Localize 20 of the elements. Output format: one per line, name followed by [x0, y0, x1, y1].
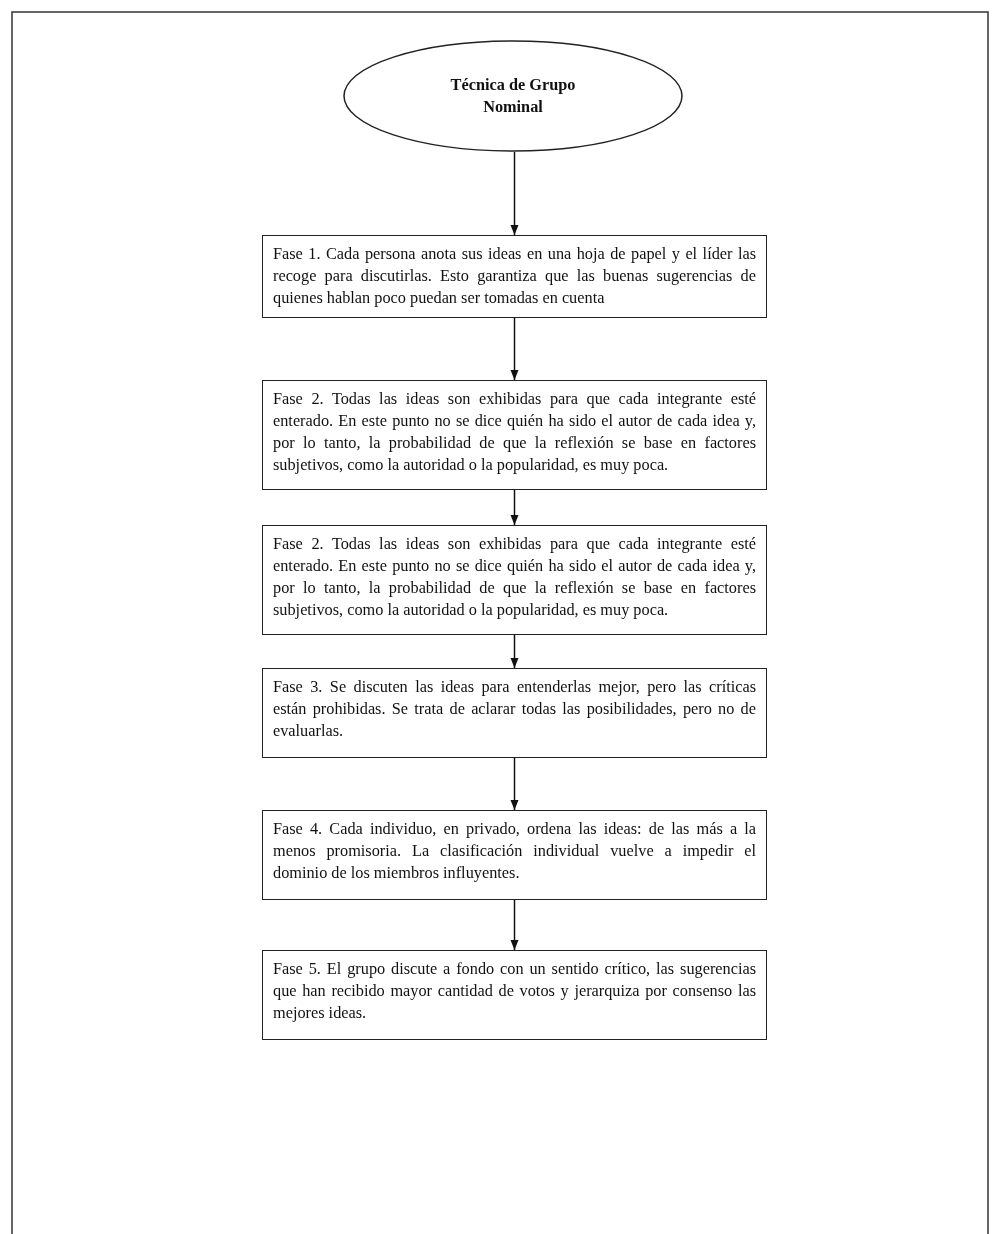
arrow [510, 634, 519, 669]
start-ellipse [343, 40, 683, 152]
arrow [510, 489, 519, 526]
process-box [262, 380, 767, 490]
process-box [262, 525, 767, 635]
node-text: Fase 5. El grupo discute a fondo con un sentido crítico, las sugerencias que han recibido mayor cantidad de votos y jerarquiza por consenso las mejores ideas. [273, 958, 756, 1024]
process-box [262, 235, 767, 318]
node-text: Fase 1. Cada persona anota sus ideas en una hoja de papel y el líder las recoge para discutirlas. Esto garantiza que las buenas sugerencias de quienes hablan poco puedan ser tomadas en cuenta [273, 243, 756, 309]
process-box [262, 668, 767, 758]
arrow [510, 757, 519, 811]
process-box [262, 810, 767, 900]
arrow [510, 899, 519, 951]
node-text: Fase 4. Cada individuo, en privado, ordena las ideas: de las más a la menos promisoria. La clasificación individual vuelve a impedir el dominio de los miembros influyentes. [273, 818, 756, 884]
node-text: Fase 2. Todas las ideas son exhibidas para que cada integrante esté enterado. En este punto no se dice quién ha sido el autor de cada idea y, por lo tanto, la probabilidad de que la reflexión se base en factores subjetivos, como la autoridad o la popularidad, es muy poca. [273, 388, 756, 476]
node-text: Fase 3. Se discuten las ideas para entenderlas mejor, pero las críticas están prohibidas. Se trata de aclarar todas las posibilidades, pero no de evaluarlas. [273, 676, 756, 742]
arrow [510, 317, 519, 381]
node-text: Técnica de Grupo Nominal [449, 74, 577, 118]
arrow [510, 151, 519, 236]
node-text: Fase 2. Todas las ideas son exhibidas para que cada integrante esté enterado. En este punto no se dice quién ha sido el autor de cada idea y, por lo tanto, la probabilidad de que la reflexión se base en factores subjetivos, como la autoridad o la popularidad, es muy poca. [273, 533, 756, 621]
process-box [262, 950, 767, 1040]
